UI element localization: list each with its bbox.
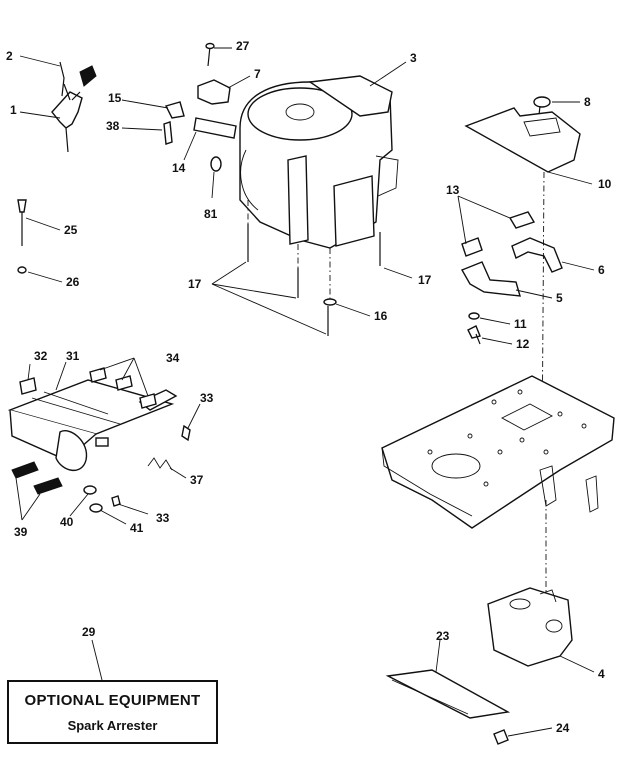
engine xyxy=(239,75,399,249)
spark-arrester-screen-32 xyxy=(19,377,37,395)
callout-6: 6 xyxy=(598,263,605,277)
callout-10: 10 xyxy=(598,177,612,191)
spark-arrester-label: Spark Arrester xyxy=(67,718,158,733)
callout-17-right: 17 xyxy=(418,273,432,287)
optional-equipment-title: OPTIONAL EQUIPMENT xyxy=(24,692,201,709)
callout-13: 13 xyxy=(446,183,460,197)
callout-15: 15 xyxy=(108,91,122,105)
callout-32: 32 xyxy=(34,349,48,363)
spark-arrester-assembly xyxy=(7,379,178,471)
pin-38 xyxy=(163,121,173,145)
callout-7: 7 xyxy=(254,67,261,81)
callout-23: 23 xyxy=(436,629,450,643)
muffler-4 xyxy=(487,587,573,667)
tractor-frame xyxy=(381,375,615,529)
callout-12: 12 xyxy=(516,337,530,351)
callout-3: 3 xyxy=(410,51,417,65)
screw-12 xyxy=(467,325,481,345)
screw-24 xyxy=(493,729,509,745)
grommet-26 xyxy=(17,266,27,274)
callout-16: 16 xyxy=(374,309,388,323)
callout-17-left: 17 xyxy=(188,277,202,291)
callout-11: 11 xyxy=(514,317,527,331)
callout-4: 4 xyxy=(598,667,605,681)
plug-81 xyxy=(210,156,222,172)
bracket-7 xyxy=(197,79,231,105)
callout-2: 2 xyxy=(6,49,13,63)
callout-38: 38 xyxy=(106,119,120,133)
fitting-15 xyxy=(164,101,185,119)
callout-31: 31 xyxy=(66,349,80,363)
callout-29: 29 xyxy=(82,625,96,639)
callout-14: 14 xyxy=(172,161,186,175)
engine-bolts-17 xyxy=(247,200,381,336)
callout-37: 37 xyxy=(190,473,204,487)
callout-25: 25 xyxy=(64,223,78,237)
callout-33-lower: 33 xyxy=(156,511,170,525)
callout-27: 27 xyxy=(236,39,250,53)
callout-34: 34 xyxy=(166,351,180,365)
throttle-control xyxy=(51,61,97,153)
callout-81: 81 xyxy=(204,207,218,221)
callout-1: 1 xyxy=(10,103,17,117)
muffler-pipe-5 xyxy=(460,261,521,297)
pipe-14 xyxy=(193,117,237,139)
screw-33-lower xyxy=(111,495,121,507)
rod-25 xyxy=(17,199,27,246)
washer-41 xyxy=(89,503,103,513)
callout-40: 40 xyxy=(60,515,74,529)
muffler-pipe-6 xyxy=(511,237,563,273)
clamps-39 xyxy=(11,461,63,495)
spring-37 xyxy=(147,457,173,471)
bolt-27 xyxy=(205,42,215,67)
callout-24: 24 xyxy=(556,721,570,735)
callout-26: 26 xyxy=(66,275,80,289)
heat-shield-10 xyxy=(464,107,581,173)
screw-11 xyxy=(468,312,480,320)
callout-41: 41 xyxy=(130,521,144,535)
callout-5: 5 xyxy=(556,291,563,305)
nut-40 xyxy=(83,485,97,495)
callout-33-upper: 33 xyxy=(200,391,214,405)
clips-34 xyxy=(89,367,157,409)
deflector-23 xyxy=(385,669,511,719)
gaskets-13 xyxy=(461,211,536,257)
washer-16 xyxy=(323,298,337,306)
optional-equipment-box: OPTIONAL EQUIPMENT Spark Arrester xyxy=(7,680,218,744)
screw-33-upper xyxy=(181,424,191,442)
callout-8: 8 xyxy=(584,95,591,109)
callout-39: 39 xyxy=(14,525,28,539)
